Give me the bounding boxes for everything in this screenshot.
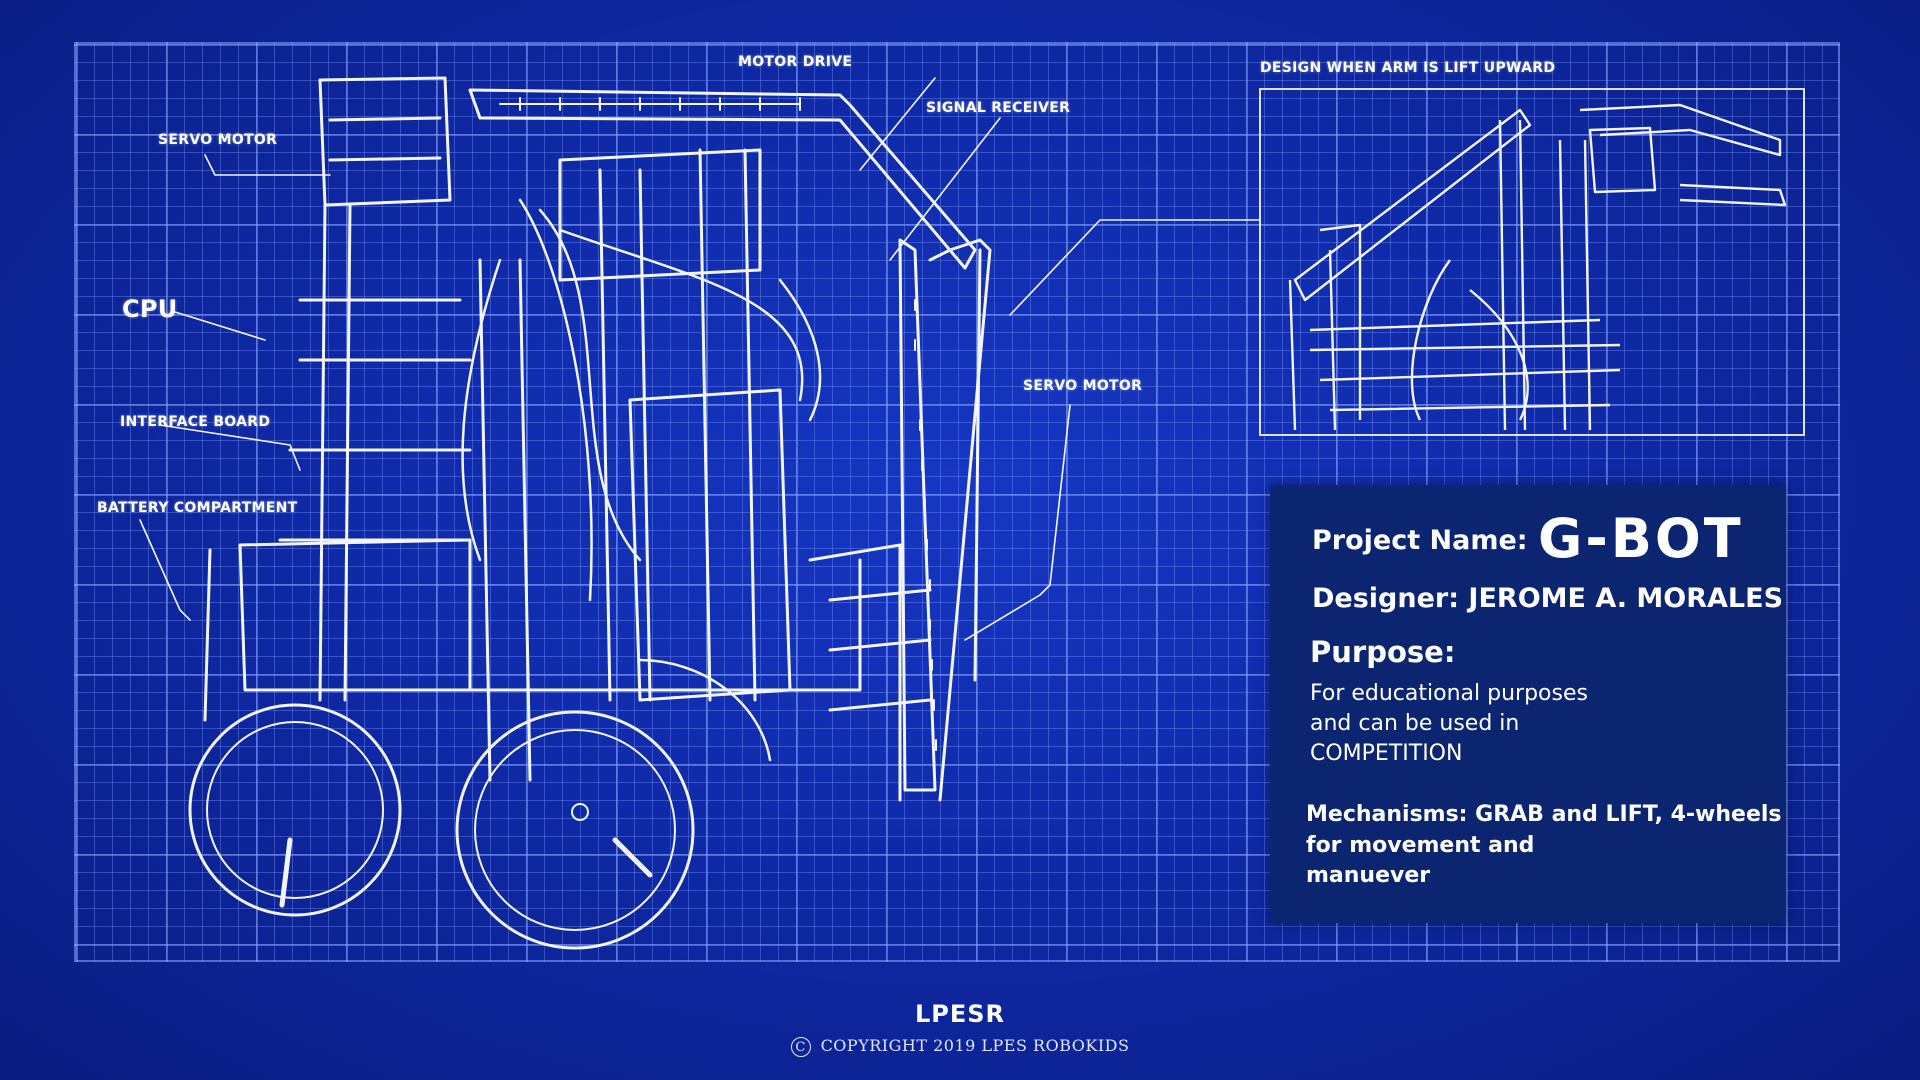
project-name-value: G-BOT	[1538, 507, 1744, 570]
label-battery-compartment: BATTERY COMPARTMENT	[97, 500, 298, 516]
right-frame	[808, 543, 932, 802]
copyright-text: COPYRIGHT 2019 LPES ROBOKIDS	[820, 1036, 1130, 1055]
purpose-line-2: and can be used in	[1310, 711, 1520, 736]
center-column	[478, 148, 757, 782]
label-signal-receiver: SIGNAL RECEIVER	[926, 100, 1071, 116]
footer-brand: LPESR	[914, 1000, 1006, 1028]
chassis-frame	[203, 538, 862, 722]
mechanism-line-3: manuever	[1306, 863, 1431, 888]
inset-base	[1309, 223, 1621, 421]
copyright-icon: C	[790, 1036, 811, 1057]
label-motor-drive: MOTOR DRIVE	[738, 54, 853, 70]
wheel-rear	[638, 658, 772, 762]
inset-servo	[1588, 126, 1657, 194]
purpose-line-1: For educational purposes	[1310, 681, 1588, 706]
left-column	[278, 203, 472, 702]
project-info-panel: Project Name: G-BOT Designer: JEROME A. …	[1270, 485, 1786, 923]
leaders	[139, 77, 1260, 641]
right-arm-holes	[914, 299, 937, 751]
wheel-right	[455, 710, 695, 950]
inset-gripper	[1579, 103, 1787, 207]
inset-title: DESIGN WHEN ARM IS LIFT UPWARD	[1260, 60, 1556, 76]
top-beam-holes	[499, 97, 801, 111]
inset-frame-lower	[1288, 249, 1337, 431]
designer-line: Designer: JEROME A. MORALES	[1312, 583, 1784, 614]
right-arm	[898, 238, 992, 802]
label-interface-board: INTERFACE BOARD	[120, 414, 271, 430]
label-servo-motor-top: SERVO MOTOR	[158, 132, 278, 148]
wheel-left	[188, 703, 402, 917]
label-servo-motor-right: SERVO MOTOR	[1023, 378, 1143, 394]
servo-block	[318, 76, 452, 207]
top-beam	[468, 88, 977, 270]
label-cpu: CPU	[122, 295, 178, 323]
inset-column	[1498, 119, 1592, 431]
mechanism-line-1: Mechanisms: GRAB and LIFT, 4-wheels	[1306, 802, 1782, 827]
purpose-label: Purpose:	[1310, 635, 1456, 669]
mechanism-line-2: for movement and	[1306, 833, 1535, 858]
inset-frame	[1259, 88, 1805, 436]
project-name-label: Project Name:	[1312, 525, 1528, 556]
cables	[461, 198, 822, 602]
inset-arm-beam	[1293, 108, 1532, 302]
footer-copyright: C COPYRIGHT 2019 LPES ROBOKIDS	[0, 1036, 1920, 1057]
purpose-line-3: COMPETITION	[1310, 741, 1463, 766]
